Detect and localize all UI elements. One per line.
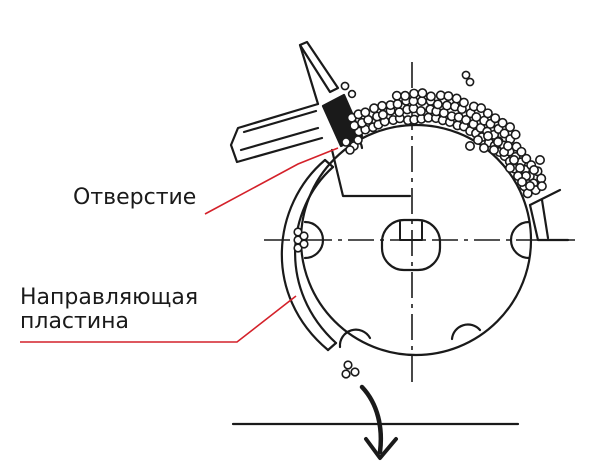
seed: [341, 137, 351, 147]
hopper-left-wall: [229, 40, 340, 164]
leader-line-hole: [204, 147, 339, 215]
seed: [400, 90, 411, 101]
hopper-right-wall: [528, 188, 570, 242]
seed: [505, 122, 516, 133]
drop-arrow: [359, 384, 398, 460]
seed: [502, 141, 513, 152]
cell-top-left: [338, 134, 364, 150]
seed: [432, 99, 443, 110]
seed: [516, 146, 527, 157]
guide-plate: [280, 158, 338, 352]
seed: [476, 103, 487, 114]
seed: [443, 91, 454, 102]
seed: [417, 88, 428, 99]
seed: [343, 360, 353, 370]
seed: [345, 145, 355, 155]
seed: [492, 137, 503, 148]
seed: [377, 100, 388, 111]
seed: [416, 96, 427, 107]
seed: [409, 88, 420, 99]
label-hole: Отверстие: [73, 185, 197, 210]
seed: [521, 153, 532, 164]
seed: [425, 91, 436, 102]
seed: [508, 155, 519, 166]
seed: [482, 108, 493, 119]
seed: [510, 129, 521, 140]
seed: [464, 141, 475, 152]
seed: [369, 103, 380, 114]
seed: [461, 70, 471, 80]
label-guide-plate-line-1: Направляющая: [20, 285, 199, 310]
seed: [441, 100, 452, 111]
seed: [514, 163, 525, 174]
seed: [391, 90, 402, 101]
label-guide-plate: Направляющая пластина: [20, 286, 198, 334]
seed: [499, 128, 510, 139]
seed: [536, 181, 547, 192]
seed: [528, 165, 539, 176]
seed: [490, 113, 501, 124]
cell-right: [509, 220, 531, 260]
seed: [340, 81, 350, 91]
seed: [478, 143, 489, 154]
seed: [360, 107, 371, 118]
seed: [347, 89, 357, 99]
seed: [392, 99, 403, 110]
seed: [341, 369, 351, 379]
seed: [458, 97, 469, 108]
cell-bottom-right: [450, 323, 482, 341]
seed: [471, 112, 482, 123]
seed: [415, 106, 426, 117]
seed: [353, 135, 363, 145]
seed: [451, 93, 462, 104]
seed: [472, 135, 483, 146]
cell-channel: [330, 148, 412, 198]
seed: [299, 239, 309, 249]
seed: [504, 163, 515, 174]
leader-line-plate: [20, 295, 297, 343]
seed: [461, 114, 472, 125]
seed: [465, 77, 475, 87]
cell-bottom-left: [338, 328, 372, 349]
seed: [488, 145, 499, 156]
disc-hub: [380, 218, 442, 272]
label-guide-plate-line-2: пластина: [20, 309, 130, 334]
seed: [350, 367, 360, 377]
seed: [534, 155, 545, 166]
seed: [482, 131, 493, 142]
seed-mass: [293, 70, 547, 379]
seed: [524, 181, 535, 192]
seed: [497, 117, 508, 128]
seed: [299, 231, 309, 241]
disc-cells: [303, 134, 531, 349]
brush-block: [321, 93, 364, 148]
seed: [516, 177, 527, 188]
